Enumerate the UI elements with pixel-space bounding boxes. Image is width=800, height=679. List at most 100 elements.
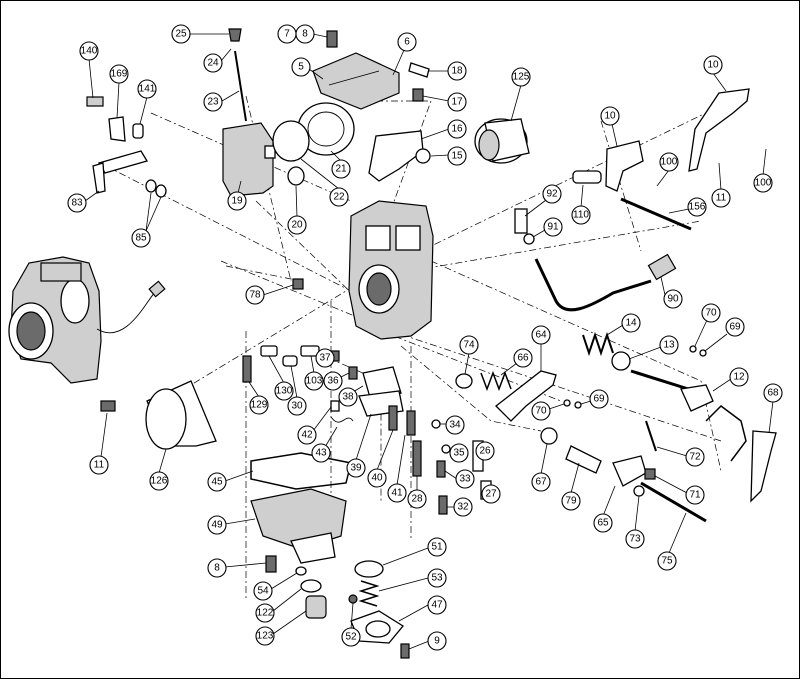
svg-text:67: 67 <box>535 477 547 488</box>
callout-39: 39 <box>346 413 372 478</box>
svg-text:79: 79 <box>565 496 577 507</box>
svg-text:123: 123 <box>257 631 274 642</box>
svg-text:51: 51 <box>431 542 443 553</box>
svg-text:71: 71 <box>689 490 701 501</box>
callout-42: 42 <box>297 406 332 445</box>
callout-37: 37 <box>315 348 335 368</box>
carburetor-body <box>348 200 434 340</box>
svg-text:70: 70 <box>535 406 547 417</box>
svg-text:11: 11 <box>716 193 727 204</box>
callout-103: 103 <box>304 355 324 391</box>
svg-text:129: 129 <box>251 400 268 411</box>
svg-text:38: 38 <box>342 392 354 403</box>
callout-49: 49 <box>207 515 256 535</box>
callout-126: 126 <box>149 448 169 491</box>
svg-text:69: 69 <box>593 394 605 405</box>
svg-text:9: 9 <box>434 636 440 647</box>
callout-33: 33 <box>444 469 475 489</box>
callout-10-right: 10 <box>703 55 727 92</box>
callout-73: 73 <box>625 495 645 549</box>
svg-text:21: 21 <box>335 164 347 175</box>
svg-text:64: 64 <box>535 330 547 341</box>
callout-15: 15 <box>430 146 467 166</box>
svg-text:26: 26 <box>479 446 491 457</box>
svg-text:140: 140 <box>81 46 98 57</box>
callout-91: 91 <box>532 217 563 238</box>
svg-text:65: 65 <box>597 518 609 529</box>
svg-text:34: 34 <box>449 420 461 431</box>
callout-70-right: 70 <box>694 303 721 347</box>
callout-17: 17 <box>422 92 467 112</box>
svg-text:18: 18 <box>451 66 463 77</box>
svg-text:36: 36 <box>327 376 339 387</box>
callout-40: 40 <box>367 429 394 488</box>
callout-9: 9 <box>408 631 447 651</box>
svg-text:39: 39 <box>350 463 362 474</box>
callout-41: 41 <box>387 434 407 503</box>
svg-text:90: 90 <box>667 294 679 305</box>
svg-text:27: 27 <box>485 489 497 500</box>
callout-18: 18 <box>429 61 467 81</box>
svg-text:8: 8 <box>214 563 220 574</box>
callout-10-mid: 10 <box>600 106 620 147</box>
callout-8-bottom: 8 <box>207 558 267 578</box>
svg-text:54: 54 <box>257 586 269 597</box>
svg-text:66: 66 <box>517 353 529 364</box>
callout-51: 51 <box>382 537 447 566</box>
svg-text:72: 72 <box>689 452 701 463</box>
callout-53: 53 <box>378 568 447 592</box>
callout-13: 13 <box>628 335 679 360</box>
svg-text:83: 83 <box>71 198 83 209</box>
svg-text:69: 69 <box>729 322 741 333</box>
svg-text:169: 169 <box>111 69 128 80</box>
callout-20: 20 <box>287 185 307 235</box>
callout-16: 16 <box>420 119 467 140</box>
svg-text:22: 22 <box>333 192 345 203</box>
svg-text:32: 32 <box>457 502 469 513</box>
svg-text:5: 5 <box>298 62 304 73</box>
callout-74: 74 <box>459 335 479 375</box>
callout-21: 21 <box>330 150 351 179</box>
svg-text:85: 85 <box>135 233 147 244</box>
svg-text:20: 20 <box>291 220 303 231</box>
svg-text:42: 42 <box>301 430 313 441</box>
svg-text:7: 7 <box>284 29 290 40</box>
callout-100-right: 100 <box>753 148 773 193</box>
svg-text:11: 11 <box>94 460 105 471</box>
svg-text:19: 19 <box>231 196 243 207</box>
svg-text:91: 91 <box>547 222 559 233</box>
svg-text:14: 14 <box>625 318 637 329</box>
callout-30: 30 <box>287 365 307 416</box>
callout-66: 66 <box>500 348 533 376</box>
callout-69-mid: 69 <box>580 389 609 409</box>
callout-110: 110 <box>571 184 591 225</box>
callout-26: 26 <box>475 441 495 461</box>
callout-71: 71 <box>654 475 705 505</box>
alignment-lines <box>105 95 742 601</box>
callout-69-right: 69 <box>704 317 745 352</box>
callout-24: 24 <box>203 48 232 73</box>
svg-text:16: 16 <box>451 124 463 135</box>
svg-text:28: 28 <box>411 494 423 505</box>
svg-text:110: 110 <box>573 210 589 221</box>
svg-text:10: 10 <box>707 60 719 71</box>
callout-122: 122 <box>255 588 302 623</box>
callout-140: 140 <box>79 41 99 99</box>
svg-text:53: 53 <box>431 573 443 584</box>
svg-text:47: 47 <box>431 600 443 611</box>
svg-text:156: 156 <box>689 202 706 213</box>
svg-text:8: 8 <box>302 29 308 40</box>
svg-text:100: 100 <box>661 157 678 168</box>
throttle-body-assembly <box>8 256 166 384</box>
svg-text:17: 17 <box>451 97 463 108</box>
callout-45: 45 <box>207 470 254 492</box>
callout-67: 67 <box>531 443 551 492</box>
svg-text:103: 103 <box>306 376 323 387</box>
callout-43: 43 <box>311 426 338 463</box>
svg-text:74: 74 <box>463 340 475 351</box>
svg-text:43: 43 <box>315 448 327 459</box>
callout-72: 72 <box>656 446 705 467</box>
svg-text:141: 141 <box>139 84 156 95</box>
